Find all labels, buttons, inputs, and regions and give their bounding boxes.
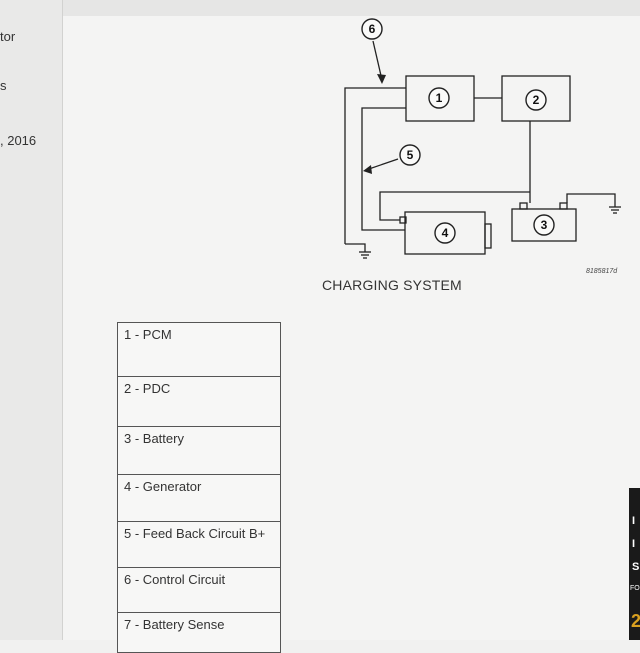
battery-box xyxy=(511,208,577,242)
generator-pulley xyxy=(484,223,492,249)
legend-item: 4 - Generator xyxy=(117,474,281,522)
sidebar-text-2[interactable]: s xyxy=(0,78,7,93)
ad-text: I xyxy=(632,538,636,550)
callout-1: 1 xyxy=(436,91,443,105)
ad-text: 2 xyxy=(631,611,640,631)
table-row: 2 - PDC xyxy=(117,376,281,427)
figure-id: 8185817d xyxy=(586,268,618,275)
ad-text: S xyxy=(632,561,640,573)
ad-text: I xyxy=(632,515,636,527)
legend-table: 1 - PCM 2 - PDC 3 - Battery 4 - Generato… xyxy=(117,322,281,653)
sidebar-text-3[interactable]: , 2016 xyxy=(0,133,37,148)
table-row: 1 - PCM xyxy=(117,322,281,377)
table-row: 3 - Battery xyxy=(117,426,281,475)
callout-6: 6 xyxy=(369,22,376,36)
callout-5: 5 xyxy=(407,148,414,162)
callout-4: 4 xyxy=(442,226,449,240)
table-row: 5 - Feed Back Circuit B+ xyxy=(117,521,281,568)
callout-3: 3 xyxy=(541,218,548,232)
legend-item: 5 - Feed Back Circuit B+ xyxy=(117,521,281,568)
legend-item: 1 - PCM xyxy=(117,322,281,377)
table-row: 7 - Battery Sense xyxy=(117,612,281,653)
legend-item: 2 - PDC xyxy=(117,376,281,427)
charging-system-diagram: 6 1 2 5 4 3 xyxy=(344,18,621,259)
callout-2: 2 xyxy=(533,93,540,107)
left-sidebar: tor s , 2016 xyxy=(0,0,63,640)
table-row: 4 - Generator xyxy=(117,474,281,522)
ad-banner[interactable] xyxy=(629,488,640,640)
table-row: 6 - Control Circuit xyxy=(117,567,281,613)
sidebar-text-1[interactable]: tor xyxy=(0,29,16,44)
legend-item: 3 - Battery xyxy=(117,426,281,475)
legend-item: 7 - Battery Sense xyxy=(117,612,281,653)
legend-item: 6 - Control Circuit xyxy=(117,567,281,613)
top-bar xyxy=(63,0,640,16)
diagram-title: CHARGING SYSTEM xyxy=(322,277,462,293)
ad-text: FO xyxy=(630,585,640,592)
